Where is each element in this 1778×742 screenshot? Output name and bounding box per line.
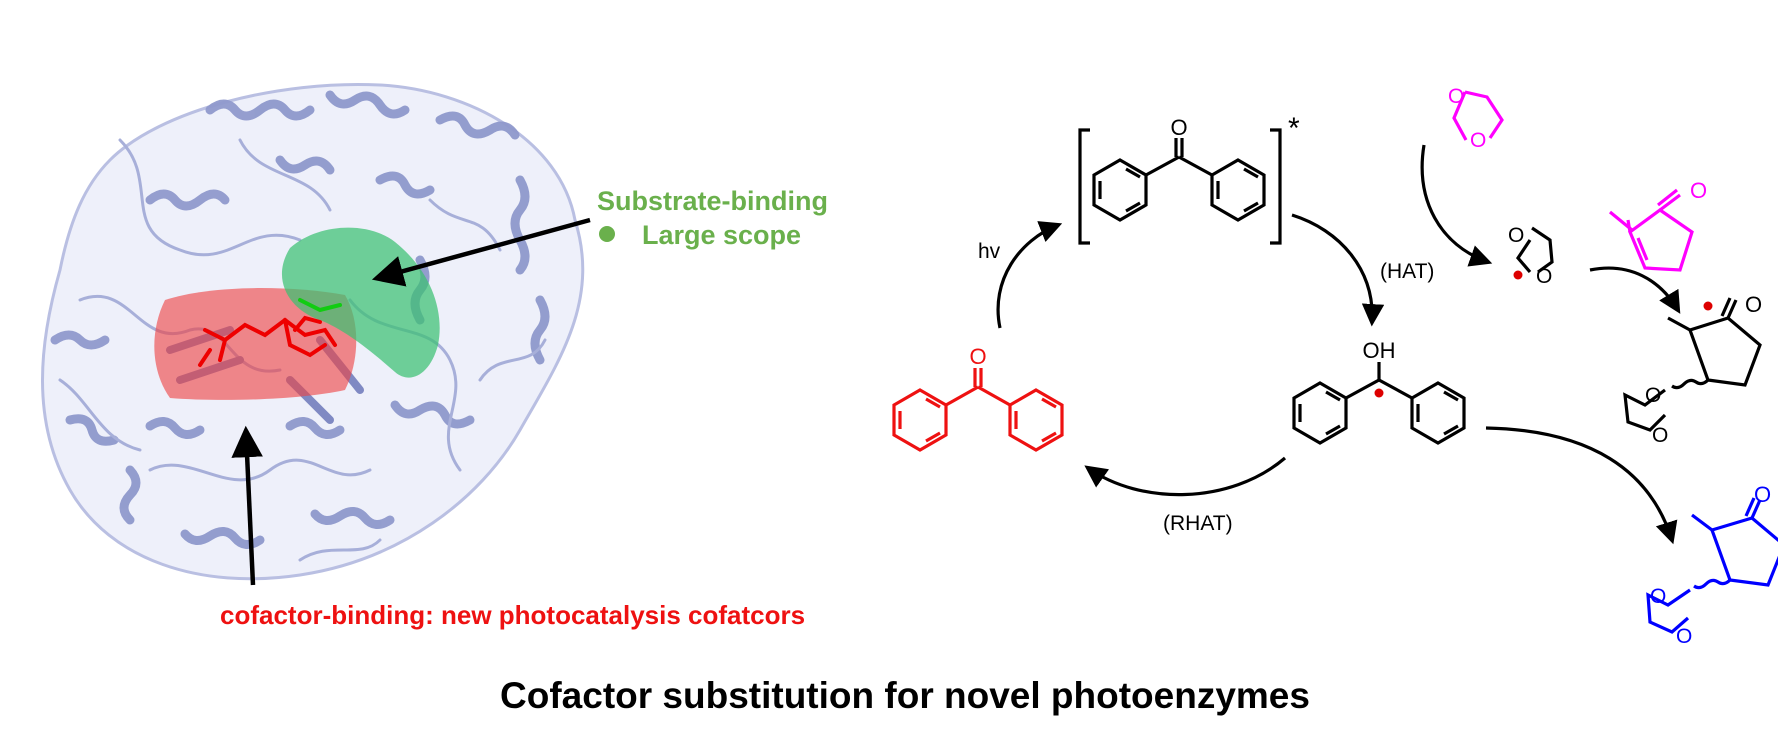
excited-benzophenone [1078, 128, 1282, 245]
bullet-dot-icon [599, 226, 615, 242]
ketyl-radical-dot [1374, 388, 1384, 398]
rhat-label: (RHAT) [1163, 512, 1233, 535]
methylcyclopentenone [1608, 188, 1694, 272]
dioxolane-reagent [1452, 90, 1504, 141]
hydroxyl-label: OH [1363, 338, 1396, 363]
substrate-pointer-arrow [371, 217, 591, 287]
excited-oxygen: O [1170, 115, 1187, 140]
dioxolane-o2: O [1470, 129, 1486, 152]
hv-label: hv [978, 240, 1001, 263]
product-molecule [1646, 497, 1778, 634]
adduct-o2: O [1652, 424, 1668, 447]
radical-adduct [1623, 297, 1762, 432]
dioxolanyl-radical [1515, 226, 1554, 274]
adduct-radical-dot [1703, 301, 1713, 311]
product-arrow [1485, 426, 1678, 545]
substrate-binding-label: Substrate-binding [597, 186, 828, 216]
hat-label: (HAT) [1380, 260, 1434, 283]
substrate-molecule [298, 298, 342, 313]
hat-arrow [1291, 213, 1385, 327]
hv-arrow [996, 221, 1063, 329]
figure-title: Cofactor substitution for novel photoenz… [500, 675, 1310, 716]
product-o1: O [1650, 585, 1666, 608]
large-scope-label: Large scope [642, 220, 801, 250]
excited-star: * [1288, 112, 1300, 145]
ketyl-radical [1292, 362, 1466, 445]
product-oxygen: O [1754, 482, 1771, 507]
addition-arrow [1589, 266, 1681, 314]
radical-o1: O [1508, 224, 1524, 247]
dioxolane-o1: O [1448, 85, 1464, 108]
catalytic-cycle: O * OH O hv (HAT) (RHAT) [892, 112, 1466, 535]
cofactor-pointer-arrow [231, 425, 263, 586]
rhat-arrow [1084, 456, 1287, 497]
cofactor-binding-label: cofactor-binding: new photocatalysis cof… [220, 600, 805, 630]
cofactor-molecule [198, 315, 337, 367]
dioxolane-to-radical-arrow [1420, 144, 1493, 267]
adduct-o1: O [1645, 384, 1661, 407]
protein-structure: Substrate-binding Large scope cofactor-b… [41, 82, 828, 630]
dioxolanyl-radical-dot [1513, 270, 1523, 280]
cofactor-pocket [154, 288, 357, 400]
benzophenone-ground [892, 368, 1064, 452]
radical-o2: O [1536, 265, 1552, 288]
adduct-oxygen: O [1745, 292, 1762, 317]
ground-oxygen: O [969, 344, 986, 369]
radical-addition: O O O O O O O O [1420, 85, 1778, 648]
enone-oxygen: O [1690, 178, 1707, 203]
product-o2: O [1676, 625, 1692, 648]
